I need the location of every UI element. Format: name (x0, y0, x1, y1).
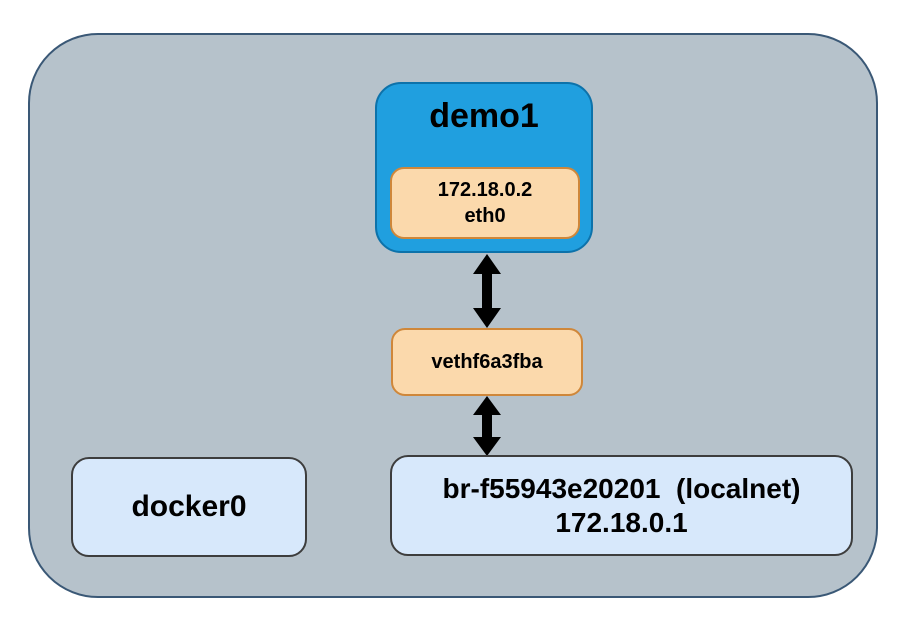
eth0-ip-label: 172.18.0.2 (437, 179, 533, 201)
docker0-name-label: docker0 (131, 490, 247, 523)
double-arrow-icon-demo1-veth (473, 254, 501, 328)
container-name-label: demo1 (429, 97, 539, 135)
double-arrow-shape (473, 254, 501, 328)
eth0-name-label: eth0 (464, 205, 506, 227)
node-interface-eth0: 172.18.0.2 eth0 (390, 167, 580, 239)
veth-name-label: vethf6a3fba (431, 350, 543, 373)
double-arrow-icon-veth-bridge (473, 396, 501, 456)
node-veth-interface: vethf6a3fba (391, 328, 583, 396)
bridge-name-label: br-f55943e20201 (localnet) (442, 472, 801, 504)
node-container-demo1: demo1 172.18.0.2 eth0 (375, 82, 593, 253)
node-docker0-bridge: docker0 (71, 457, 307, 557)
bridge-ip-label: 172.18.0.1 (555, 506, 688, 538)
double-arrow-shape (473, 396, 501, 456)
node-custom-bridge: br-f55943e20201 (localnet) 172.18.0.1 (390, 455, 853, 556)
